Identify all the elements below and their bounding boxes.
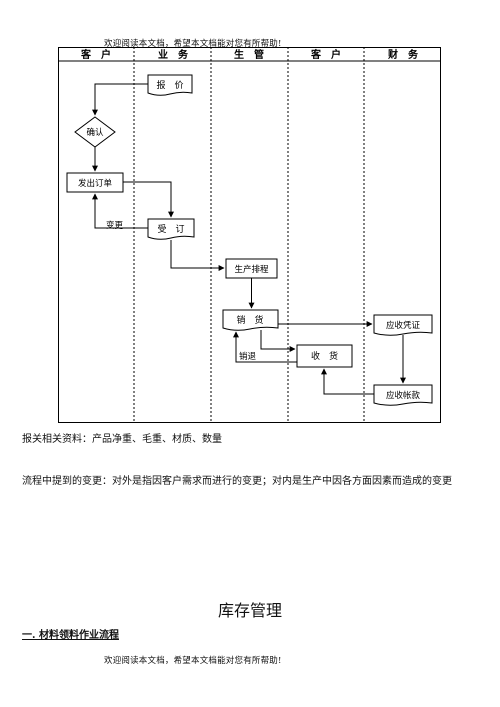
header-note: 欢迎阅读本文档，希望本文档能对您有所帮助! — [104, 39, 282, 49]
node-receivable-voucher-label: 应收凭证 — [386, 320, 421, 331]
node-order-received — [147, 218, 195, 240]
section-title: 库存管理 — [217, 601, 282, 620]
lane-header-customer: 客 户 — [80, 48, 111, 61]
edge-sales-return — [233, 331, 297, 363]
lane-header-production: 生 管 — [234, 48, 264, 61]
node-confirm-label: 确认 — [86, 127, 104, 138]
node-goods-received — [296, 344, 353, 368]
edge-receivable-to-goods-received — [321, 368, 374, 395]
edge-change-back — [92, 193, 148, 229]
sales-flowchart: 客 户 业 务 生 管 客 户 财 务 报 价 确认 发出订单 受 订 变更 生… — [58, 47, 441, 423]
edge-sales-return-label: 销退 — [239, 351, 257, 362]
subsection-title: 一. 材料领料作业流程 — [22, 630, 119, 641]
change-definition-note: 流程中提到的变更：对外是指因客户需求而进行的变更；对内是生产中因各方面因素而造成… — [22, 476, 452, 487]
node-shipment-label: 销 货 — [236, 314, 263, 326]
edge-received-to-schedule — [170, 240, 225, 271]
node-receivable-voucher — [373, 314, 433, 336]
node-accounts-receivable-label: 应收帐款 — [386, 390, 421, 401]
edge-change-label: 变更 — [106, 220, 124, 231]
lane-header-finance: 财 务 — [387, 48, 419, 61]
lane-header-customer-2: 客 户 — [310, 48, 341, 61]
node-production-schedule-label: 生产排程 — [234, 264, 269, 275]
node-goods-received-label: 收 货 — [311, 350, 338, 362]
edge-order-to-received — [123, 181, 174, 218]
edge-shipment-to-goods-received — [260, 330, 296, 352]
footer-note: 欢迎阅读本文档，希望本文档能对您有所帮助! — [104, 656, 282, 666]
node-place-order-label: 发出订单 — [78, 178, 113, 189]
node-quote — [147, 74, 193, 96]
node-quote-label: 报 价 — [156, 79, 183, 91]
node-order-received-label: 受 订 — [157, 223, 184, 235]
node-shipment — [222, 309, 279, 331]
edge-quote-to-confirm — [92, 83, 148, 116]
customs-info-note: 报关相关资料：产品净重、毛重、材质、数量 — [22, 434, 222, 445]
flowchart-frame — [58, 47, 441, 423]
lane-header-sales: 业 务 — [158, 48, 189, 61]
node-accounts-receivable — [373, 384, 433, 406]
